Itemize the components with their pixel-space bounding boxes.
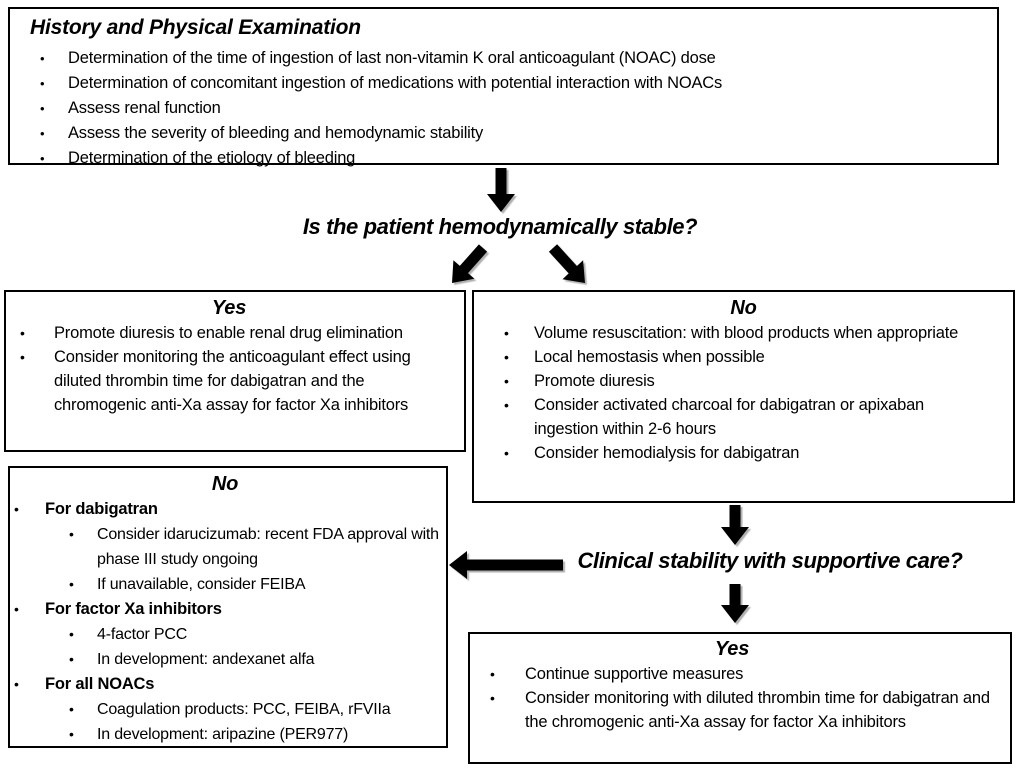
bullet-item: • Determination of the time of ingestion… bbox=[30, 46, 977, 71]
bullet-icon: • bbox=[20, 325, 25, 341]
bullet-item: • For dabigatran bbox=[10, 497, 440, 522]
bullet-text: Local hemostasis when possible bbox=[534, 348, 765, 366]
bullet-icon: • bbox=[14, 676, 19, 692]
group-label: For factor Xa inhibitors bbox=[45, 600, 222, 618]
bullet-text: Consider activated charcoal for dabigatr… bbox=[534, 396, 925, 438]
group-label: For all NOACs bbox=[45, 675, 155, 693]
bullet-item: • Determination of concomitant ingestion… bbox=[30, 71, 977, 96]
bullet-text: Consider hemodialysis for dabigatran bbox=[534, 444, 800, 462]
bullet-icon: • bbox=[490, 690, 495, 706]
bullet-icon: • bbox=[40, 126, 45, 141]
sub-bullet-text: Coagulation products: PCC, FEIBA, rFVIIa bbox=[97, 701, 391, 718]
bullet-text: Promote diuresis bbox=[534, 372, 655, 390]
bullet-icon: • bbox=[40, 51, 45, 66]
supportive-care-yes-box: Yes • Continue supportive measures • Con… bbox=[468, 632, 1012, 764]
stable-no-box: No • Volume resuscitation: with blood pr… bbox=[472, 290, 1015, 503]
group-label: For dabigatran bbox=[45, 500, 158, 518]
bullet-icon: • bbox=[69, 526, 74, 542]
bullet-icon: • bbox=[504, 349, 509, 365]
sub-bullet-text: If unavailable, consider FEIBA bbox=[97, 576, 306, 593]
sub-bullet-text: In development: andexanet alfa bbox=[97, 651, 315, 668]
bullet-text: Promote diuresis to enable renal drug el… bbox=[54, 324, 403, 342]
box-title: No bbox=[730, 297, 757, 319]
stable-yes-box: Yes • Promote diuresis to enable renal d… bbox=[4, 290, 466, 452]
box-title: No bbox=[211, 473, 239, 495]
bullet-text: Consider monitoring the anticoagulant ef… bbox=[54, 348, 411, 414]
arrow-down-icon bbox=[721, 584, 749, 623]
bullet-item: • Assess renal function bbox=[30, 96, 977, 121]
box-title: Yes bbox=[714, 638, 750, 660]
bullet-item: • For factor Xa inhibitors bbox=[10, 597, 440, 622]
bullet-item: • Consider hemodialysis for dabigatran bbox=[504, 441, 983, 465]
arrow-diagonal-left-icon bbox=[452, 244, 488, 283]
box-title: History and Physical Examination bbox=[30, 16, 361, 39]
sub-bullet-item: • In development: andexanet alfa bbox=[10, 647, 440, 672]
bullet-text: Assess renal function bbox=[68, 99, 221, 117]
bullet-text: Assess the severity of bleeding and hemo… bbox=[68, 124, 484, 142]
bullet-item: • Consider monitoring the anticoagulant … bbox=[14, 345, 444, 417]
sub-bullet-item: • Coagulation products: PCC, FEIBA, rFVI… bbox=[10, 697, 440, 722]
bullet-icon: • bbox=[40, 151, 45, 166]
bullet-text: Consider monitoring with diluted thrombi… bbox=[525, 689, 990, 731]
sub-bullet-text: 4-factor PCC bbox=[97, 626, 188, 643]
sub-bullet-text: In development: aripazine (PER977) bbox=[97, 726, 349, 743]
bullet-text: Determination of the time of ingestion o… bbox=[68, 49, 716, 67]
bullet-icon: • bbox=[14, 501, 19, 517]
bullet-item: • Determination of the etiology of bleed… bbox=[30, 146, 977, 171]
bullet-icon: • bbox=[69, 701, 74, 717]
bullet-item: • Promote diuresis bbox=[504, 369, 983, 393]
sub-bullet-text: Consider idarucizumab: recent FDA approv… bbox=[97, 526, 439, 568]
bullet-icon: • bbox=[40, 76, 45, 91]
supportive-care-no-box: No • For dabigatran • Consider idarucizu… bbox=[8, 466, 448, 748]
arrow-diagonal-right-icon bbox=[548, 244, 585, 283]
bullet-item: • For all NOACs bbox=[10, 672, 440, 697]
bullet-icon: • bbox=[69, 626, 74, 642]
bullet-icon: • bbox=[504, 373, 509, 389]
bullet-text: Determination of concomitant ingestion o… bbox=[68, 74, 723, 92]
bullet-item: • Continue supportive measures bbox=[472, 662, 992, 686]
arrow-down-icon bbox=[487, 168, 515, 212]
bullet-icon: • bbox=[69, 576, 74, 592]
bullet-text: Determination of the etiology of bleedin… bbox=[68, 149, 356, 167]
bullet-icon: • bbox=[20, 349, 25, 365]
bullet-icon: • bbox=[504, 445, 509, 461]
bullet-item: • Assess the severity of bleeding and he… bbox=[30, 121, 977, 146]
sub-bullet-item: • If unavailable, consider FEIBA bbox=[10, 572, 440, 597]
arrow-down-icon bbox=[721, 505, 749, 545]
sub-bullet-item: • 4-factor PCC bbox=[10, 622, 440, 647]
bullet-icon: • bbox=[490, 666, 495, 682]
bullet-item: • Promote diuresis to enable renal drug … bbox=[14, 321, 444, 345]
bullet-icon: • bbox=[504, 397, 509, 413]
sub-bullet-item: • Consider idarucizumab: recent FDA appr… bbox=[10, 522, 440, 572]
bullet-item: • Consider monitoring with diluted throm… bbox=[472, 686, 992, 734]
bullet-text: Continue supportive measures bbox=[525, 665, 744, 683]
bullet-text: Volume resuscitation: with blood product… bbox=[534, 324, 959, 342]
question-hemodynamically-stable: Is the patient hemodynamically stable? bbox=[302, 214, 698, 239]
question-clinical-stability: Clinical stability with supportive care? bbox=[577, 548, 963, 573]
history-physical-box: History and Physical Examination • Deter… bbox=[8, 7, 999, 167]
bullet-item: • Volume resuscitation: with blood produ… bbox=[504, 321, 983, 345]
bullet-item: • Local hemostasis when possible bbox=[504, 345, 983, 369]
sub-bullet-item: • In development: aripazine (PER977) bbox=[10, 722, 440, 747]
bullet-icon: • bbox=[14, 601, 19, 617]
bullet-item: • Consider activated charcoal for dabiga… bbox=[504, 393, 983, 441]
bullet-icon: • bbox=[69, 651, 74, 667]
box-title: Yes bbox=[211, 297, 247, 319]
bullet-icon: • bbox=[40, 101, 45, 116]
bullet-icon: • bbox=[69, 726, 74, 742]
bullet-icon: • bbox=[504, 325, 509, 341]
